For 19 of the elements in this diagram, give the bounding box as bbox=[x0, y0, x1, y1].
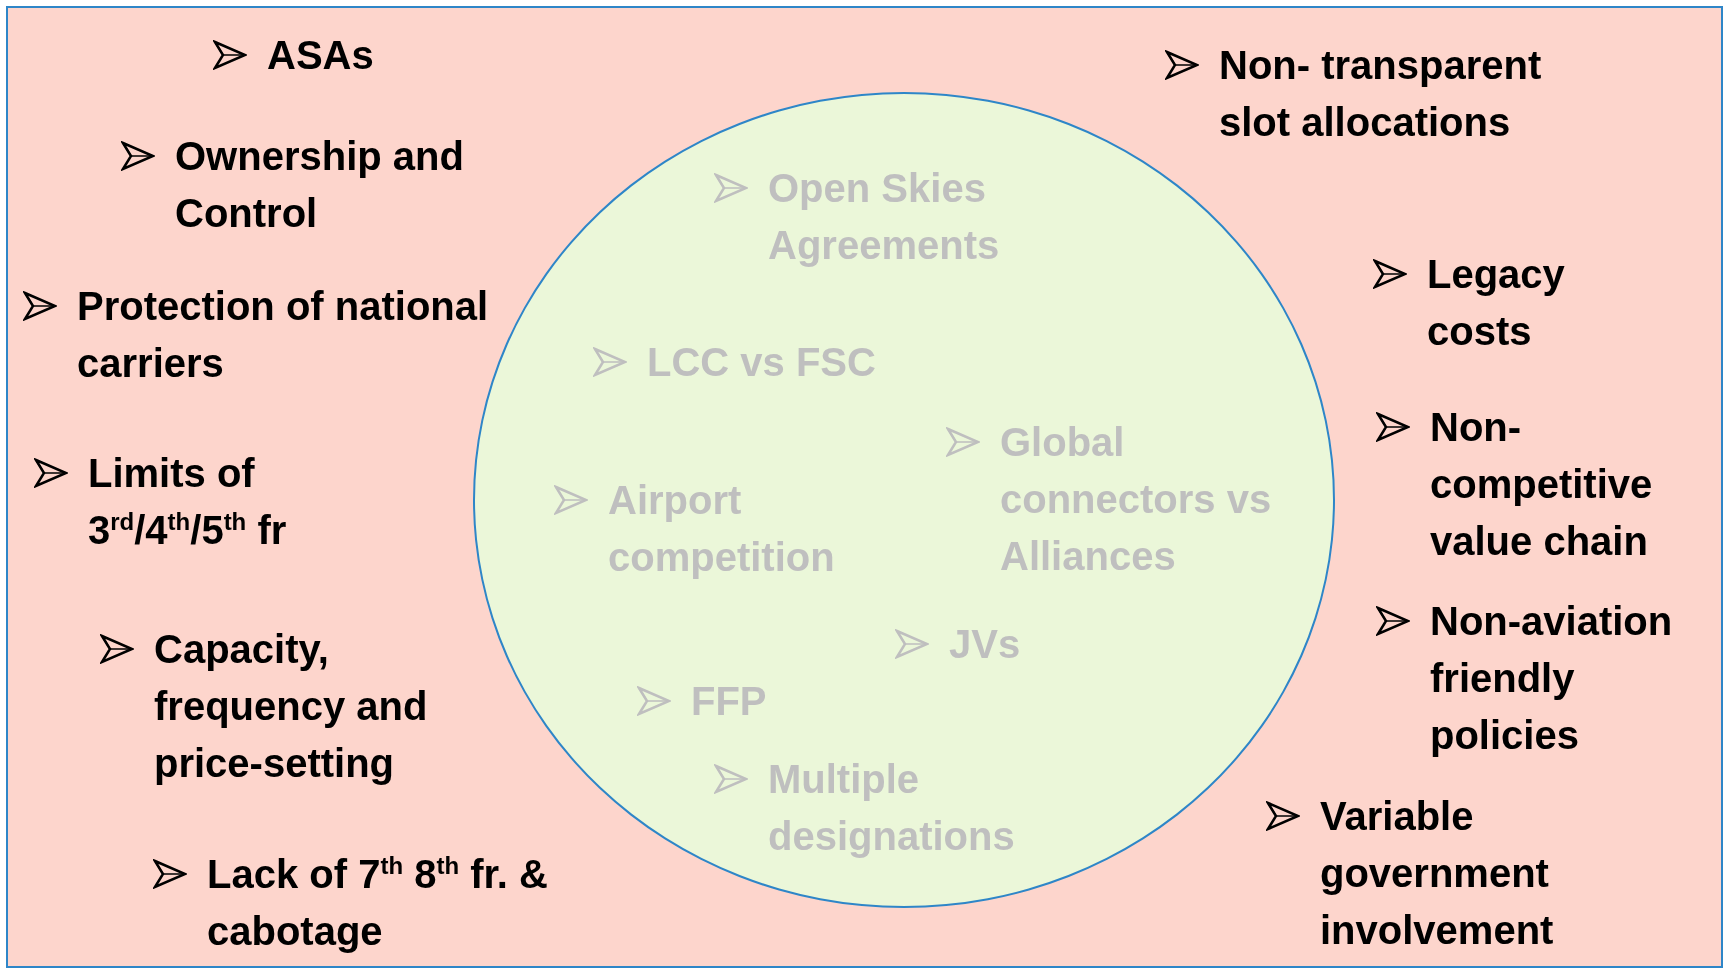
bullet-text: Capacity, frequency and price-setting bbox=[154, 626, 429, 787]
bullet-text: Non- competitive value chain bbox=[1430, 404, 1654, 565]
bullet-text: Variable government involvement bbox=[1320, 793, 1555, 954]
bullet-text: FFP bbox=[691, 678, 768, 725]
bullet-text: Open Skies Agreements bbox=[768, 165, 1001, 269]
bullet-text: Ownership and Control bbox=[175, 133, 465, 237]
bullet-text: JVs bbox=[949, 621, 1022, 668]
bullet-text: LCC vs FSC bbox=[647, 339, 877, 386]
bullet-text: Protection of national carriers bbox=[77, 283, 490, 387]
bullet-text: Airport competition bbox=[608, 477, 836, 581]
bullet-text: ASAs bbox=[267, 32, 375, 79]
bullet-text: Global connectors vs Alliances bbox=[1000, 419, 1273, 580]
bullet-text: Non- transparent slot allocations bbox=[1219, 42, 1543, 146]
bullet-text: Lack of 7$^{th}$ 8$^{th}$ fr. & cabotage bbox=[207, 850, 549, 955]
bullet-text: Limits of 3$^{rd}$/4$^{th}$/5$^{th}$ fr bbox=[88, 450, 288, 554]
bullet-text: Multiple designations bbox=[768, 756, 1016, 860]
background-panel bbox=[6, 6, 1723, 968]
bullet-text: Legacy costs bbox=[1427, 251, 1566, 355]
bullet-text: Non-aviation friendly policies bbox=[1430, 598, 1674, 759]
